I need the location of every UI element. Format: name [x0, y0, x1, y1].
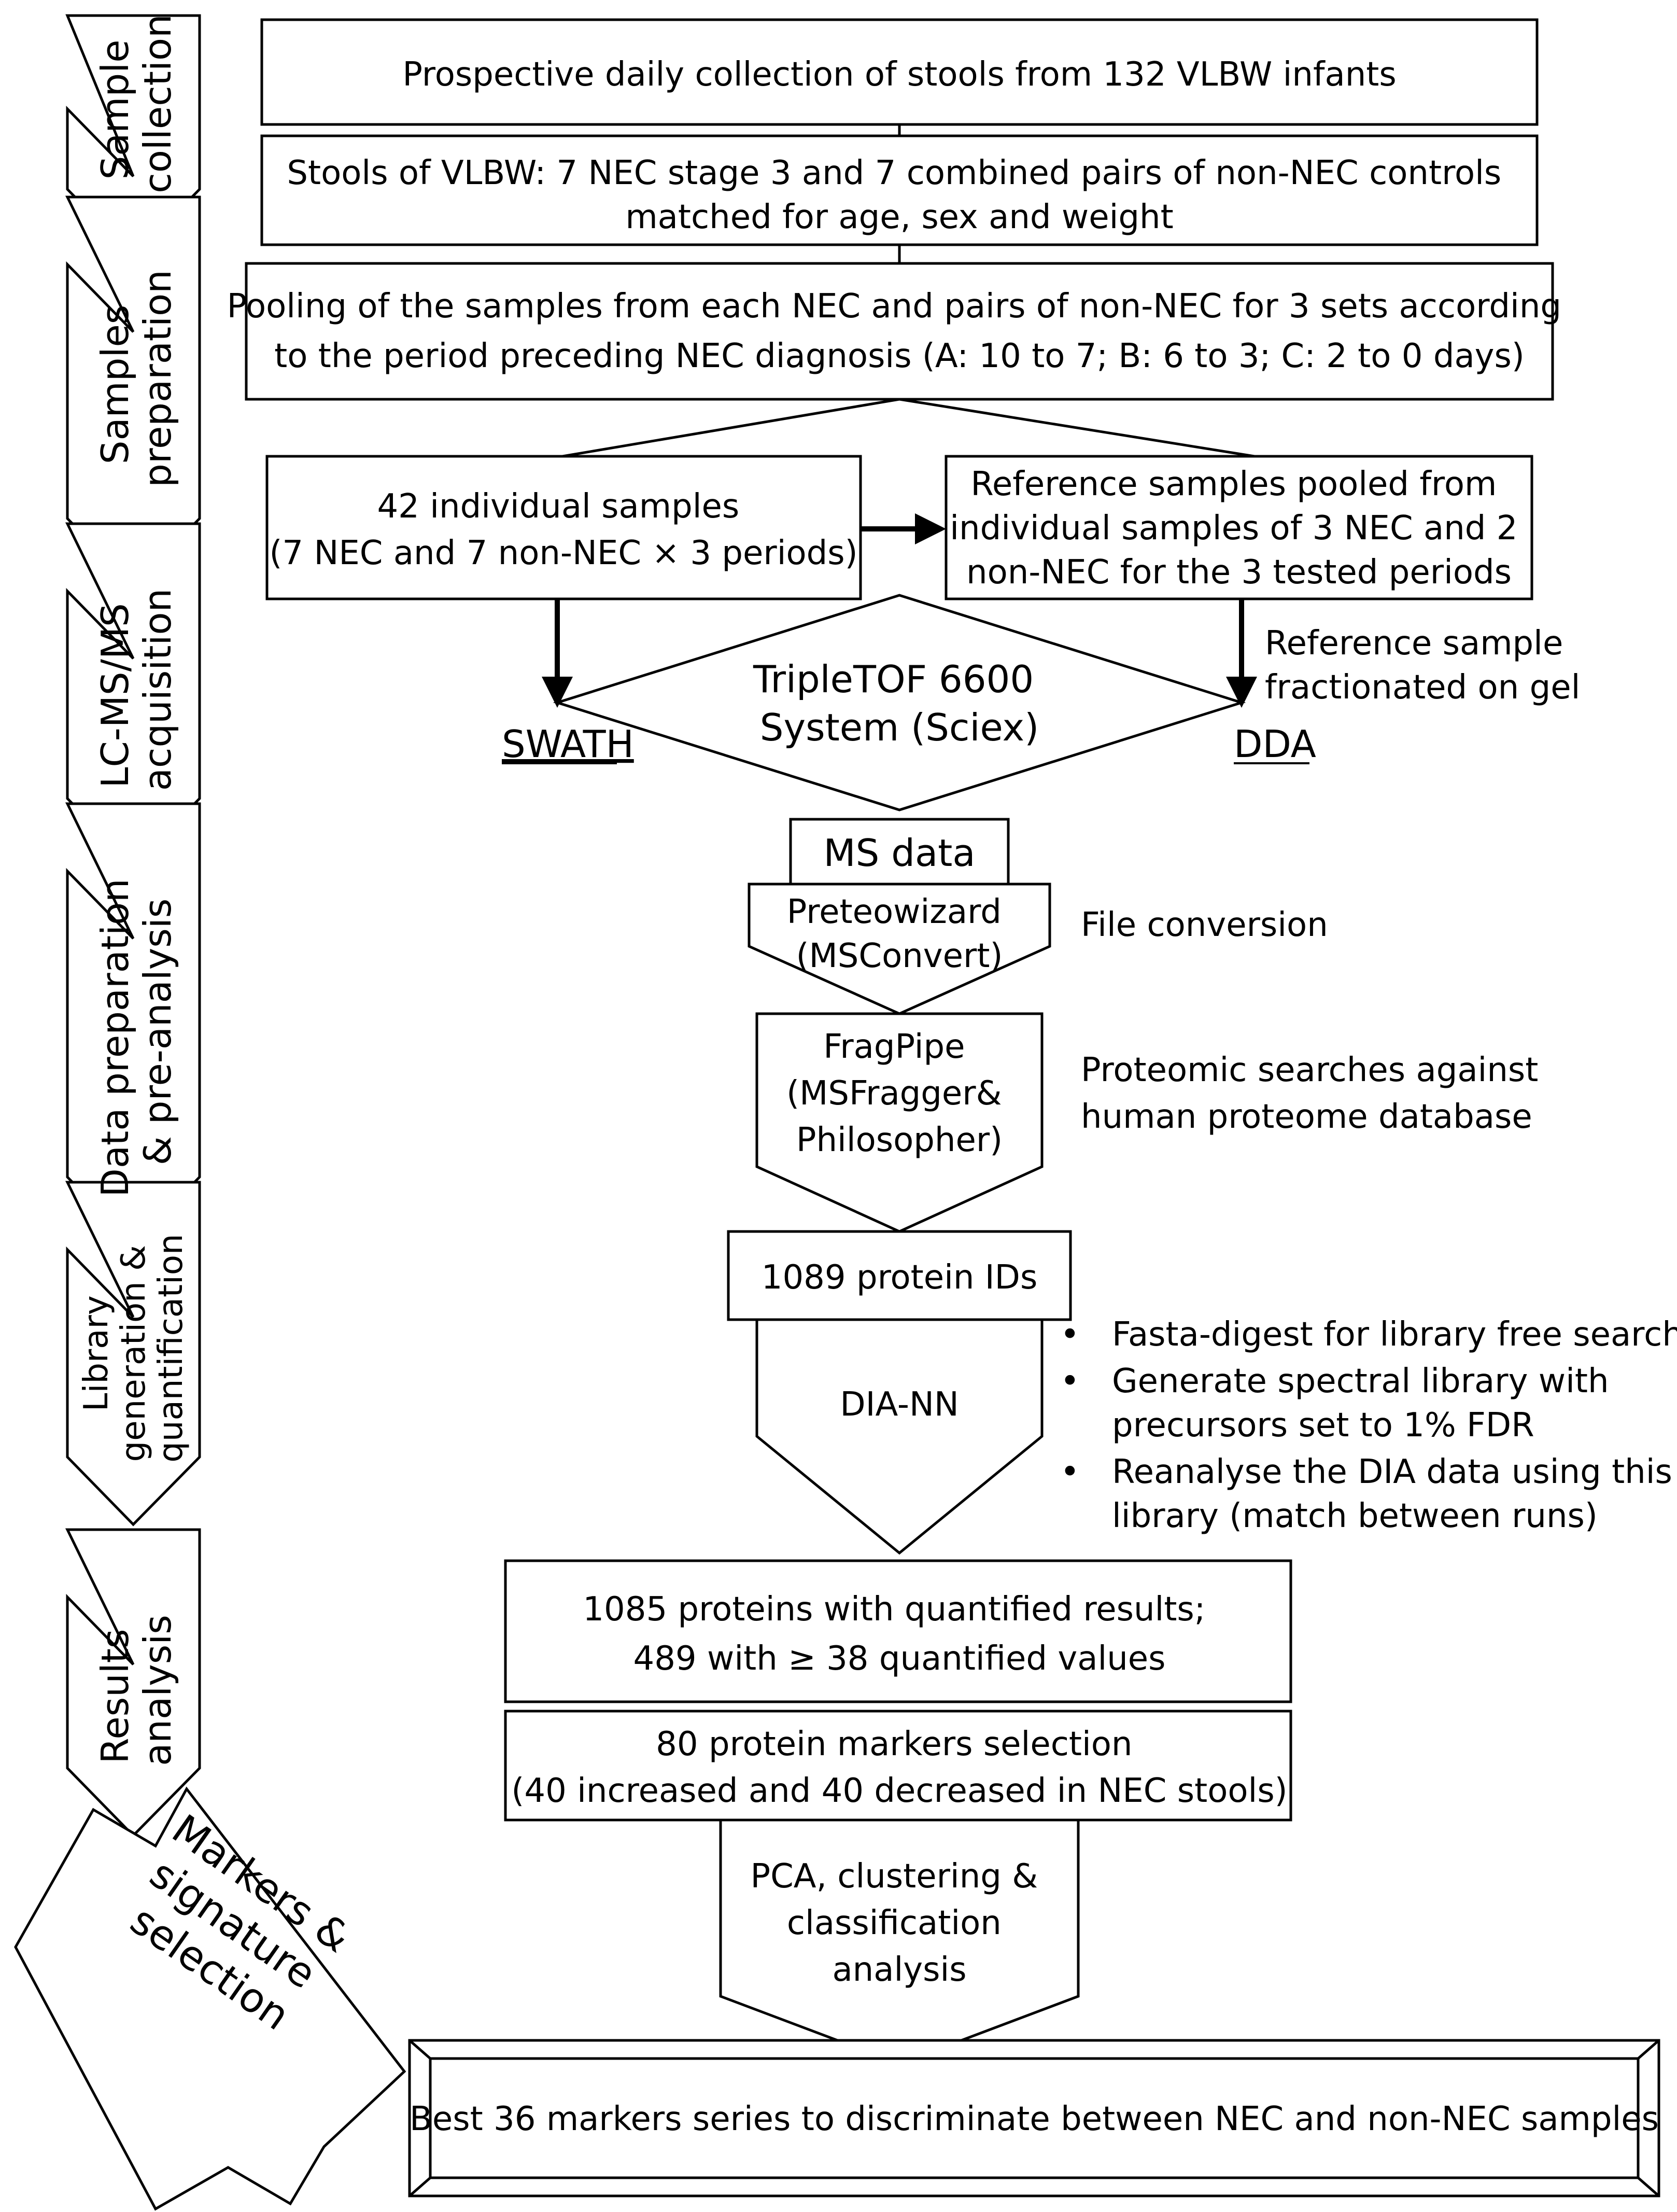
stage-label-samples-preparation: Samples preparation — [93, 270, 179, 487]
swath-label: SWATH — [502, 722, 634, 766]
stage-label-sample-collection: Sample collection — [93, 14, 179, 193]
step-pooling-text: Pooling of the samples from each NEC and… — [227, 287, 1572, 375]
dia-note-3: Reanalyse the DIA data using this librar… — [1112, 1453, 1677, 1535]
fragpipe-text: FragPipe (MSFragger& Philosopher) — [786, 1028, 1012, 1159]
ms-data-box — [789, 818, 1010, 886]
quantified-text: 1085 proteins with quantified results; 4… — [583, 1590, 1216, 1678]
dia-nn-text: DIA-NN — [840, 1385, 959, 1424]
proteomic-search-label: Proteomic searches against human proteom… — [1081, 1051, 1549, 1136]
markers-selection-box — [504, 1710, 1292, 1822]
best-markers-text: Best 36 markers series to discriminate b… — [410, 2100, 1659, 2138]
pca-step — [719, 1818, 1080, 2065]
dia-note-bullet-3: • — [1060, 1453, 1080, 1491]
step-reference-box — [945, 455, 1533, 600]
stage-chevron-results-analysis — [65, 1528, 201, 1838]
step-pooling-box — [245, 262, 1554, 401]
stage-chevrons — [65, 14, 201, 1838]
step-stools-box — [260, 134, 1539, 246]
step-reference-text: Reference samples pooled from individual… — [950, 465, 1528, 592]
stage-label-library-generation: Library generation & quantification — [77, 1234, 190, 1462]
instrument-diamond — [553, 594, 1246, 811]
dia-note-bullet-2: • — [1060, 1362, 1080, 1401]
dia-note-bullet-1: • — [1060, 1315, 1080, 1354]
proteowizard-text: Preteowizard (MSConvert) — [787, 893, 1012, 975]
markers-selection-text: 80 protein markers selection (40 increas… — [511, 1725, 1287, 1810]
step-collection-box — [260, 18, 1539, 126]
protein-ids-box — [727, 1230, 1072, 1321]
dda-label: DDA — [1234, 722, 1316, 766]
stage-chevron-library-generation — [65, 1181, 201, 1527]
quantified-box — [504, 1559, 1292, 1703]
fragpipe-step — [755, 1012, 1044, 1233]
reference-note: Reference sample fractionated on gel — [1265, 624, 1580, 707]
stage-label-lcmsms-acquisition: LC-MS/MS acquisition — [93, 589, 179, 791]
step-stools-text: Stools of VLBW: 7 NEC stage 3 and 7 comb… — [287, 154, 1512, 236]
dia-note-2: Generate spectral library with precursor… — [1112, 1362, 1619, 1445]
stage-label-results-analysis: Results analysis — [93, 1615, 179, 1766]
step-individual-box — [265, 455, 862, 600]
dia-notes: • Fasta-digest for library free search •… — [1060, 1315, 1677, 1535]
instrument-text: TripleTOF 6600 System (Sciex) — [753, 657, 1046, 749]
stage-label-data-preparation: Data preparation & pre-analysis — [93, 866, 179, 1197]
step-collection-text: Prospective daily collection of stools f… — [402, 55, 1396, 94]
best-markers-frame — [408, 2039, 1660, 2197]
protein-ids-text: 1089 protein IDs — [762, 1258, 1038, 1297]
file-conversion-label: File conversion — [1081, 906, 1328, 944]
markers-selection-arrow — [14, 1786, 406, 2211]
pca-text: PCA, clustering & classification analysi… — [751, 1857, 1049, 1989]
split-connector — [562, 398, 1255, 458]
dia-nn-step — [755, 1318, 1044, 1555]
dia-note-1: Fasta-digest for library free search — [1112, 1315, 1677, 1354]
proteowizard-step — [748, 883, 1051, 1015]
ms-data-text: MS data — [824, 831, 976, 875]
step-individual-text: 42 individual samples (7 NEC and 7 non-N… — [269, 487, 857, 572]
